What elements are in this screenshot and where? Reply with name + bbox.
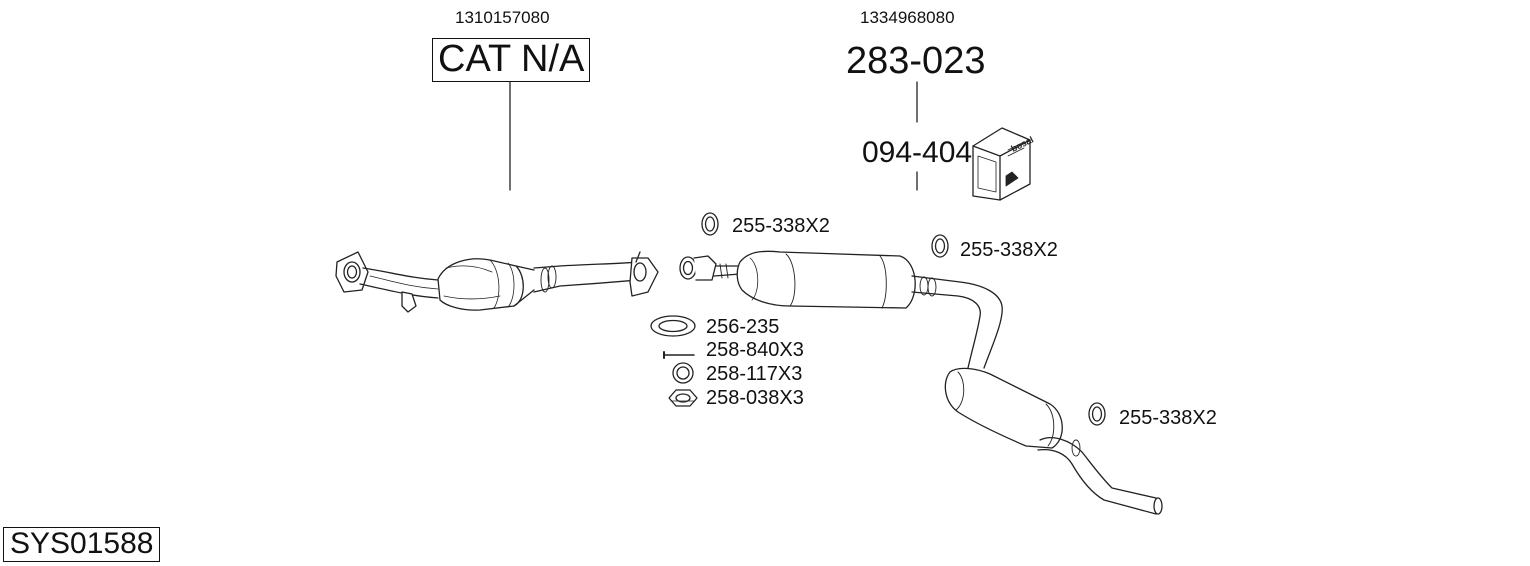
callout-gasket-top-left[interactable]: 255-338X2 xyxy=(732,215,830,237)
part-label-kit[interactable]: 094-404 xyxy=(862,136,973,169)
oem-number-silencer: 1334968080 xyxy=(860,8,955,27)
front-pipe-catalyst xyxy=(335,251,659,313)
callout-spring[interactable]: 258-117X3 xyxy=(706,363,803,385)
callout-gasket-top-right[interactable]: 255-338X2 xyxy=(960,239,1058,261)
centre-silencer xyxy=(679,250,1003,369)
part-label-silencer[interactable]: 283-023 xyxy=(846,40,986,82)
gasket-top-right-icon xyxy=(931,234,949,258)
callout-gasket-rear[interactable]: 255-338X2 xyxy=(1119,407,1217,429)
part-label-catalyst[interactable]: CAT N/A xyxy=(432,38,591,82)
system-id-label: SYS01588 xyxy=(3,527,161,562)
oem-number-catalyst: 1310157080 xyxy=(455,8,550,27)
callout-nut[interactable]: 258-038X3 xyxy=(706,387,804,409)
ring-gasket-icon xyxy=(650,315,696,337)
callout-bolt[interactable]: 258-840X3 xyxy=(706,339,804,361)
kit-box-icon xyxy=(972,127,1031,201)
spring-washer-icon xyxy=(672,362,694,384)
gasket-rear-icon xyxy=(1088,402,1106,426)
rear-silencer xyxy=(944,367,1163,515)
bolt-icon xyxy=(663,351,695,359)
nut-icon xyxy=(668,389,698,407)
callout-ring-gasket[interactable]: 256-235 xyxy=(706,316,780,338)
gasket-top-left-icon xyxy=(701,212,719,236)
